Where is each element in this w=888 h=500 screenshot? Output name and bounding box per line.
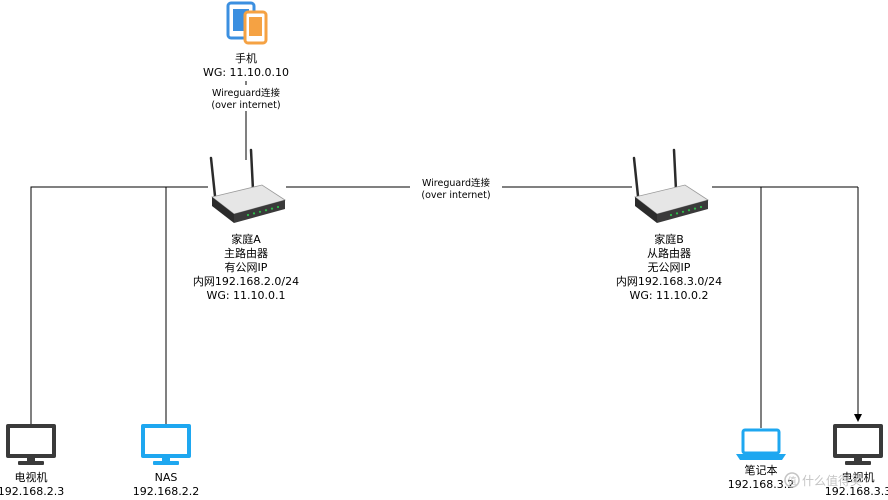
device-nas: NAS 192.168.2.2 [133,424,199,498]
svg-text:值: 值 [787,475,796,487]
router-a-line1: 家庭A [231,232,261,246]
device-tv-b-ip: 192.168.3.3 [825,485,888,498]
device-tv-b: 电视机 192.168.3.3 [825,424,888,498]
device-laptop-ip: 192.168.3.2 [728,478,794,491]
monitor-icon [6,424,56,465]
router-b-line5: WG: 11.10.0.2 [629,289,708,302]
device-tv-a-ip: 192.168.2.3 [0,485,64,498]
laptop-icon [736,428,786,460]
router-a-line2: 主路由器 [224,246,268,260]
device-laptop: 笔记本 192.168.3.2 [728,428,794,491]
phone-wg: WG: 11.10.0.10 [203,66,289,79]
router-a-line4: 内网192.168.2.0/24 [193,274,299,288]
monitor-icon [141,424,191,465]
router-b-line3: 无公网IP [648,261,691,274]
watermark: 值 什么值得买 [784,472,862,488]
watermark-text: 什么值得买 [802,473,862,488]
tunnel-routers-sublabel: (over internet) [421,190,490,201]
router-b-line2: 从路由器 [647,246,691,260]
device-tv-a-name: 电视机 [15,470,48,484]
router-a-line3: 有公网IP [225,260,268,274]
router-icon [209,148,286,223]
phone-name: 手机 [235,51,257,65]
device-nas-name: NAS [155,471,178,484]
device-tv-b-name: 电视机 [842,470,875,484]
device-laptop-name: 笔记本 [745,463,778,477]
router-icon [632,148,709,223]
link-router-a-tv [30,186,208,424]
phone-device: 手机 WG: 11.10.0.10 [203,1,289,79]
tunnel-phone-label: Wireguard连接 [212,87,281,99]
watermark-logo-icon: 值 [784,472,800,488]
phone-tablet-icon [226,1,268,45]
router-b-line4: 内网192.168.3.0/24 [616,274,722,288]
router-a: 家庭A 主路由器 有公网IP 内网192.168.2.0/24 WG: 11.1… [193,148,299,302]
router-b: 家庭B 从路由器 无公网IP 内网192.168.3.0/24 WG: 11.1… [616,148,722,302]
connection-lines [30,81,862,428]
device-nas-ip: 192.168.2.2 [133,485,199,498]
tunnel-phone-sublabel: (over internet) [211,100,280,111]
device-tv-a: 电视机 192.168.2.3 [0,424,64,498]
router-b-line1: 家庭B [654,232,684,246]
tunnel-routers-label: Wireguard连接 [422,177,491,189]
monitor-icon [833,424,883,465]
router-a-line5: WG: 11.10.0.1 [206,289,285,302]
